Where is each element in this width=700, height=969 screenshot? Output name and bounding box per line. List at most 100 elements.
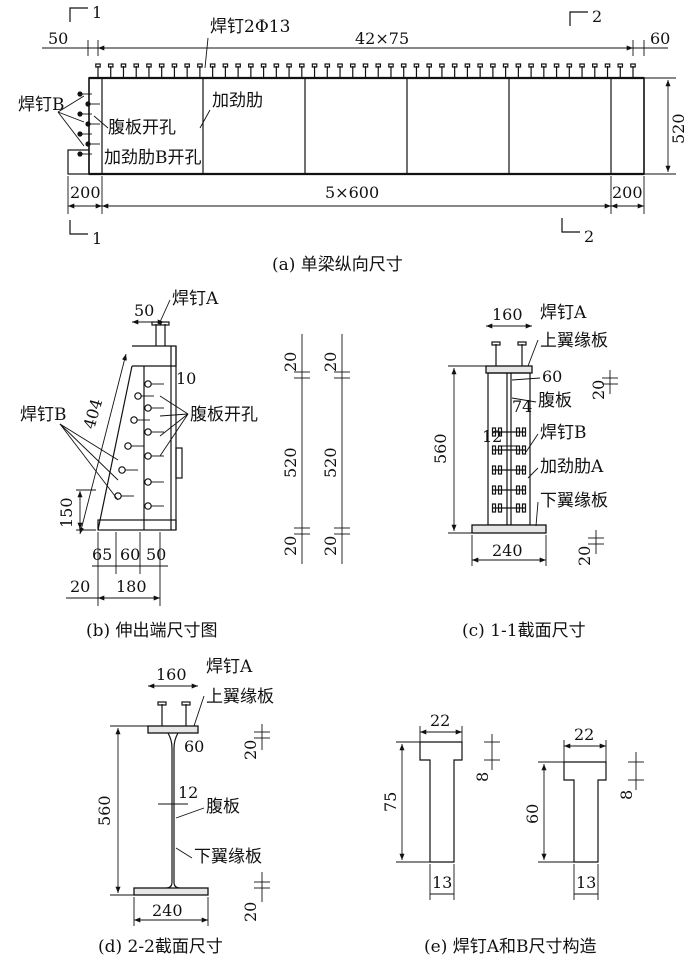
- end-web-holes: [77, 91, 100, 157]
- d-stud-head-1: [157, 701, 167, 706]
- stud-b-head: [491, 427, 497, 437]
- stud-b-head: [521, 427, 527, 437]
- stud-b-leader-c2: [59, 423, 119, 481]
- c-bottom-flange: [471, 524, 547, 534]
- stud-b-head: [491, 445, 497, 455]
- stud-head: [439, 63, 445, 68]
- stud-a-head-1: [151, 321, 161, 326]
- c-dim-20-top: 20: [589, 380, 608, 400]
- d-bottom-flange: [133, 887, 209, 896]
- stud-head: [311, 63, 318, 68]
- stud-b-leader-c3: [59, 423, 119, 501]
- stud-head: [260, 63, 267, 68]
- stud-head: [528, 63, 534, 68]
- stud-head: [273, 63, 280, 68]
- stud-head: [515, 63, 522, 68]
- stud-a-outline: [419, 741, 463, 863]
- stud-head: [464, 63, 471, 68]
- dim-404-arrow: [79, 353, 127, 535]
- panel-d-section-2-2: 160 焊钉A 上翼缘板 60 12 腹板 下翼缘板 560 20 20: [95, 657, 274, 957]
- c-label-stiffener-a: 加劲肋A: [540, 457, 604, 477]
- stud-head: [579, 63, 585, 68]
- web-hole-leader-c2: [159, 413, 189, 417]
- stud-a-head-2: [160, 321, 170, 326]
- dim-50b: 50: [146, 545, 166, 564]
- c-stud-head-2: [517, 341, 527, 346]
- stud-b-head-thickness: 8: [617, 790, 636, 800]
- cantilever-hole: [144, 380, 152, 388]
- c-dim-60: 60: [542, 367, 562, 386]
- panel-c-section-1-1: 160 焊钉A 上翼缘板 60 74 腹板 12 焊钉B 加劲肋A 下翼缘板: [431, 303, 618, 641]
- stud-head: [337, 63, 343, 68]
- stud-b-head: [497, 427, 503, 437]
- stud-leader-line: [204, 37, 209, 69]
- cantilever-slope-edge: [97, 365, 133, 531]
- stud-head: [490, 63, 496, 68]
- stud-a-head-width: 22: [430, 711, 450, 730]
- c-dim-160: 160: [492, 305, 523, 324]
- d-dim-20-top: 20: [241, 740, 260, 760]
- stud-head: [451, 63, 458, 68]
- stud-head: [107, 63, 114, 68]
- side-dim-chain-2: 20 520 20: [321, 334, 350, 564]
- d-bottom-flange-leader: [175, 847, 193, 859]
- c-dim-12: 12: [482, 427, 502, 446]
- c-dim-74: 74: [512, 397, 532, 416]
- d-top-flange-leader: [193, 695, 205, 727]
- label-web-hole: 腹板开孔: [108, 118, 176, 138]
- d-label-stud-a: 焊钉A: [206, 657, 253, 677]
- side-dim-1-top: 20: [281, 352, 300, 372]
- stud-b-head: [497, 485, 503, 495]
- stud-b-shank: 13: [576, 873, 596, 892]
- stud-b-detail: 22 60 8 13: [523, 725, 644, 900]
- stud-head: [477, 63, 483, 68]
- stud-head: [133, 63, 140, 68]
- stud-b-head: [515, 427, 521, 437]
- cantilever-hole: [144, 502, 152, 510]
- c-label-bottom-flange: 下翼缘板: [540, 491, 608, 511]
- c-top-flange-leader: [527, 339, 539, 367]
- stud-b-head: [515, 503, 521, 513]
- stud-b-head: [515, 465, 521, 475]
- section-mark-2-bottom-label: 2: [584, 227, 594, 246]
- stud-head: [604, 63, 611, 68]
- c-dim-60-leader: [511, 377, 541, 381]
- stud-head: [591, 63, 598, 68]
- c-label-web: 腹板: [538, 391, 572, 411]
- dim-20: 20: [70, 577, 90, 596]
- panel-b-cantilever-end: 焊钉A 50 焊钉B 腹板开孔 10 404: [20, 289, 350, 641]
- d-dim-20-bottom: 20: [241, 902, 260, 922]
- dim-404: 404: [80, 397, 107, 432]
- stud-head: [413, 63, 420, 68]
- stud-head: [502, 63, 509, 68]
- panel-a-longitudinal-view: 1 2 50 42×75 60 焊钉2Φ13 焊钉B 腹板开孔: [18, 3, 688, 275]
- dim-50: 50: [134, 301, 154, 320]
- d-label-top-flange: 上翼缘板: [206, 687, 274, 707]
- c-top-flange: [485, 365, 533, 374]
- d-stud-head-2: [181, 701, 191, 706]
- c-label-stud-b: 焊钉B: [540, 423, 587, 443]
- stud-a-detail: 22 75 8 13: [381, 711, 500, 900]
- c-dim-560: 560: [431, 433, 450, 464]
- stud-b-head: [497, 503, 503, 513]
- d-dim-60: 60: [184, 737, 204, 756]
- stud-head: [171, 63, 178, 68]
- stud-head: [120, 63, 127, 68]
- caption-e: (e) 焊钉A和B尺寸构造: [424, 937, 597, 957]
- stud-b-head: [497, 465, 503, 475]
- caption-d: (d) 2-2截面尺寸: [98, 937, 223, 957]
- stud-a-shank: 13: [432, 873, 452, 892]
- side-dim-2-top: 20: [321, 352, 340, 372]
- dim-right-200: 200: [612, 183, 643, 202]
- dim-spans-5x600: 5×600: [325, 183, 379, 202]
- stud-head: [630, 63, 636, 68]
- dim-left-200: 200: [70, 183, 101, 202]
- stud-head: [426, 63, 432, 68]
- stud-b-head: [521, 465, 527, 475]
- stud-head: [209, 63, 216, 68]
- dim-right-60: 60: [650, 29, 670, 48]
- stud-head: [184, 63, 190, 68]
- label-stud-a: 焊钉A: [172, 289, 219, 309]
